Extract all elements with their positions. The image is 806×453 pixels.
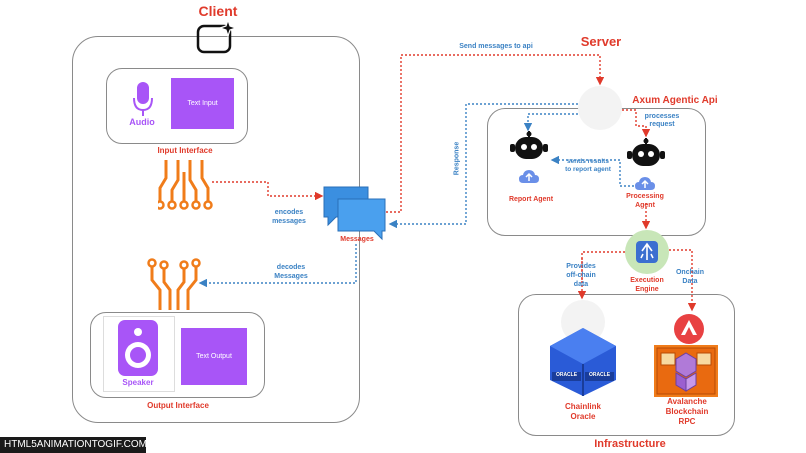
circuit-input-icon [158,160,213,210]
execution-engine-label: Execution Engine [630,277,664,293]
messages-icon [323,186,386,241]
server-title: Server [580,34,622,49]
report-agent-label: Report Agent [508,196,554,203]
infrastructure-title: Infrastructure [594,438,666,450]
oracle-text-left: ORACLE [555,372,578,378]
report-agent-robot-icon [510,131,548,159]
avalanche-blockchain-icon [654,345,718,397]
text-output-box: Text Output [181,328,247,385]
response-line [388,103,578,229]
client-title: Client [198,3,238,19]
report-agent-cloud-icon [519,170,539,183]
chainlink-oracle-icon [550,328,616,396]
execution-engine-icon [636,241,658,263]
avalanche-logo-icon [674,314,704,344]
processing-agent-label: Processing Agent [626,193,664,209]
onchain-label: Onchain Data [675,269,704,285]
sends-results-label: sends results to report agent [565,158,611,173]
circuit-output-icon [147,258,201,310]
speaker-label: Speaker [122,378,154,387]
send-to-api-line [386,54,605,213]
output-interface-title: Output Interface [147,401,209,410]
processing-agent-robot-icon [627,138,665,166]
audio-label: Audio [129,117,155,127]
response-label: Response [453,141,461,176]
avalanche-label: Avalanche Blockchain RPC [665,397,709,426]
processes-request-line [622,109,651,138]
offchain-line [577,251,625,300]
send-to-api-label: Send messages to api [459,43,533,50]
speaker-icon [118,320,158,376]
encodes-line [212,181,324,201]
text-input-box: Text Input [171,78,234,129]
input-interface-title: Input Interface [157,146,213,155]
report-feed-line [523,113,578,132]
processing-agent-cloud-icon [635,177,655,190]
processes-request-label: processes request [644,113,680,128]
messages-label: Messages [340,236,374,243]
microphone-icon [133,82,153,116]
encodes-label: encodes messages [272,209,306,225]
sends-results-line [550,155,634,187]
offchain-label: Provides off-chain data [566,263,596,288]
oracle-text-right: ORACLE [588,372,611,378]
server-api-node [578,86,622,130]
sparkle-window-icon [196,20,237,54]
decodes-label: decodes Messages [274,264,308,280]
axum-api-title: Axum Agentic Api [632,95,718,106]
decodes-line [198,244,357,288]
watermark-banner: HTML5ANIMATIONTOGIF.COM [0,437,147,453]
chainlink-label: Chainlink Oracle [564,402,601,421]
